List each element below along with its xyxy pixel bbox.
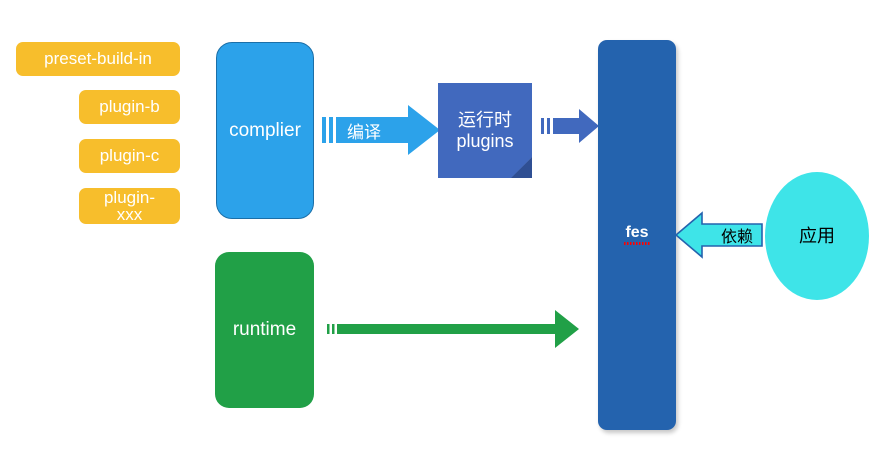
arrow-compile xyxy=(322,105,440,155)
node-runtime-plugins-label-line2: plugins xyxy=(456,130,514,151)
plugin-label: plugin-c xyxy=(99,146,160,166)
plugin-label: plugin- xyxy=(103,188,156,207)
arrow-pleat-1 xyxy=(541,118,544,134)
arrow-depend-label: 依赖 xyxy=(720,229,753,246)
node-fes[interactable]: fes xyxy=(598,40,676,430)
node-complier[interactable]: complier xyxy=(216,42,314,219)
node-runtime-plugins[interactable]: 运行时 plugins xyxy=(438,83,532,178)
node-complier-label: complier xyxy=(229,119,301,141)
arrow-body xyxy=(674,211,763,259)
plugin-box-plugin-b[interactable]: plugin-b xyxy=(79,90,180,124)
arrow-compile-label: 编译 xyxy=(347,122,381,142)
node-fes-label: fes xyxy=(624,224,651,246)
arrow-body xyxy=(337,310,579,348)
plugin-box-plugin-xxx[interactable]: plugin- xxx xyxy=(79,188,180,224)
plugin-label-line2: xxx xyxy=(116,205,143,224)
node-app[interactable]: 应用 xyxy=(765,172,869,300)
node-runtime[interactable]: runtime xyxy=(215,252,314,408)
arrow-compile-label-wrap: 编译 xyxy=(322,105,406,155)
arrow-body xyxy=(553,109,599,143)
plugin-box-preset-build-in[interactable]: preset-build-in xyxy=(16,42,180,76)
arrow-pleat-1 xyxy=(327,324,330,334)
arrow-pleat-1 xyxy=(322,117,326,143)
node-app-label: 应用 xyxy=(799,225,835,246)
arrow-pleat-2 xyxy=(547,118,550,134)
node-runtime-label: runtime xyxy=(232,319,297,341)
arrow-depend xyxy=(674,211,763,259)
plugin-label: preset-build-in xyxy=(44,49,152,69)
plugin-label: plugin-b xyxy=(99,97,160,117)
arrow-pleat-2 xyxy=(332,324,335,334)
arrow-body xyxy=(336,105,440,155)
node-runtime-plugins-label-line1: 运行时 xyxy=(458,109,512,130)
arrow-runtime-to-fes xyxy=(327,310,579,348)
arrow-plugins-to-fes xyxy=(541,109,599,143)
plugin-box-plugin-c[interactable]: plugin-c xyxy=(79,139,180,173)
arrow-pleat-2 xyxy=(329,117,333,143)
arrow-depend-label-wrap: 依赖 xyxy=(676,213,780,257)
